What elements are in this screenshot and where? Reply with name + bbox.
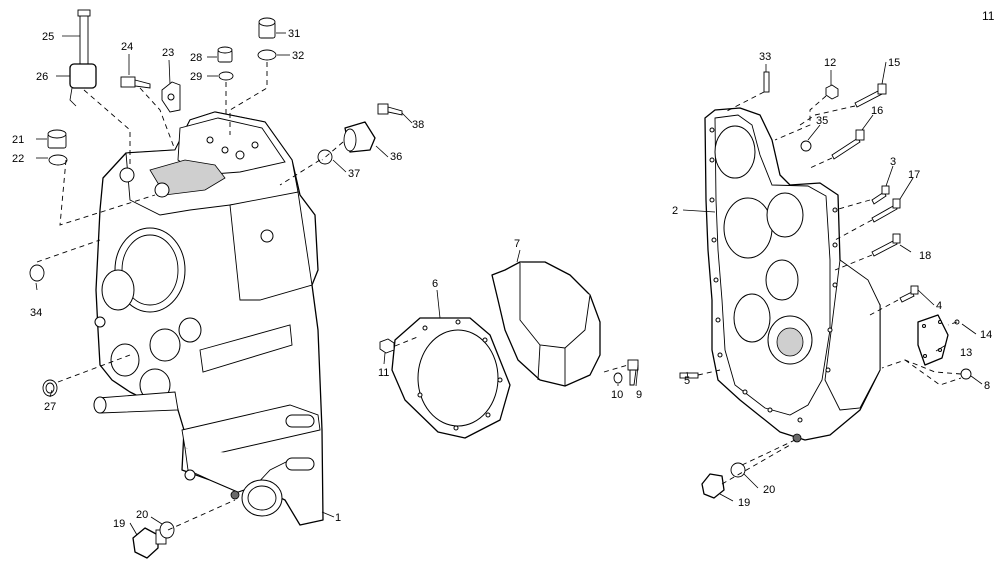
- gasket-and-cover: [391, 261, 601, 439]
- callout-33: 33: [759, 51, 771, 63]
- callout-17: 17: [908, 169, 920, 181]
- callout-2: 2: [672, 205, 678, 217]
- callout-25: 25: [42, 31, 54, 43]
- callout-9: 9: [636, 389, 642, 401]
- callout-labels: 25 26 24 23 28 29 31 32 21 22 34 27 38 3…: [12, 28, 992, 530]
- callout-13: 13: [960, 347, 972, 359]
- callout-18: 18: [919, 250, 931, 262]
- callout-20-right: 20: [763, 484, 775, 496]
- side-housing: [704, 107, 881, 443]
- callout-34: 34: [30, 307, 42, 319]
- left-small-parts: [29, 9, 403, 559]
- callout-15: 15: [888, 57, 900, 69]
- callout-10: 10: [611, 389, 623, 401]
- callout-24: 24: [121, 41, 133, 53]
- callout-26: 26: [36, 71, 48, 83]
- callout-29: 29: [190, 71, 202, 83]
- callout-19-right: 19: [738, 497, 750, 509]
- callout-38: 38: [412, 119, 424, 131]
- callout-14: 14: [980, 329, 992, 341]
- main-housing: [93, 111, 324, 526]
- callout-22: 22: [12, 153, 24, 165]
- callout-4: 4: [936, 300, 942, 312]
- callout-28: 28: [190, 52, 202, 64]
- callout-16: 16: [871, 105, 883, 117]
- callout-21: 21: [12, 134, 24, 146]
- callout-5: 5: [684, 375, 690, 387]
- right-assembly-lines: [697, 91, 962, 485]
- right-small-parts: [679, 71, 972, 499]
- callout-37: 37: [348, 168, 360, 180]
- middle-small-parts: [379, 335, 639, 386]
- left-assembly-lines: [36, 62, 344, 531]
- callout-11: 11: [378, 367, 389, 379]
- callout-3: 3: [890, 156, 896, 168]
- callout-35: 35: [816, 115, 828, 127]
- callout-20-left: 20: [136, 509, 148, 521]
- callout-1: 1: [335, 512, 341, 524]
- callout-12: 12: [824, 57, 836, 69]
- callout-leaders: [35, 32, 983, 536]
- page-number: 11: [982, 9, 995, 23]
- callout-19-left: 19: [113, 518, 125, 530]
- callout-31: 31: [288, 28, 300, 40]
- callout-23: 23: [162, 47, 174, 59]
- callout-8: 8: [984, 380, 990, 392]
- callout-27: 27: [44, 401, 56, 413]
- callout-7: 7: [514, 238, 520, 250]
- callout-36: 36: [390, 151, 402, 163]
- callout-32: 32: [292, 50, 304, 62]
- callout-6: 6: [432, 278, 438, 290]
